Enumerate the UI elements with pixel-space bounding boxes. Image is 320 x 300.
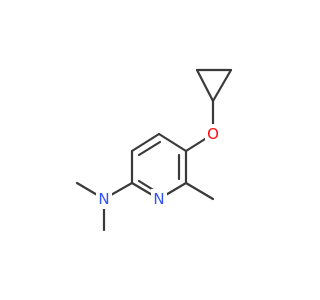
bond-c3-c4-inner — [137, 140, 162, 157]
bond-cyclopropyl-a — [195, 68, 215, 103]
ring-nitrogen-label-bg — [151, 189, 167, 209]
oxygen-atom-label: O — [207, 125, 219, 143]
oxygen-label-bg — [205, 124, 221, 144]
molecule-structure: O N N — [75, 68, 233, 232]
bond-c6-methyl — [184, 181, 215, 201]
amine-nitrogen-label-bg — [96, 189, 112, 209]
bond-c4-c5 — [157, 132, 188, 153]
bond-c3-c4 — [130, 132, 161, 153]
amine-nitrogen-atom-label: N — [98, 190, 109, 208]
ring-nitrogen-atom-label: N — [153, 190, 164, 208]
bond-cyclopropyl-b — [211, 68, 233, 103]
